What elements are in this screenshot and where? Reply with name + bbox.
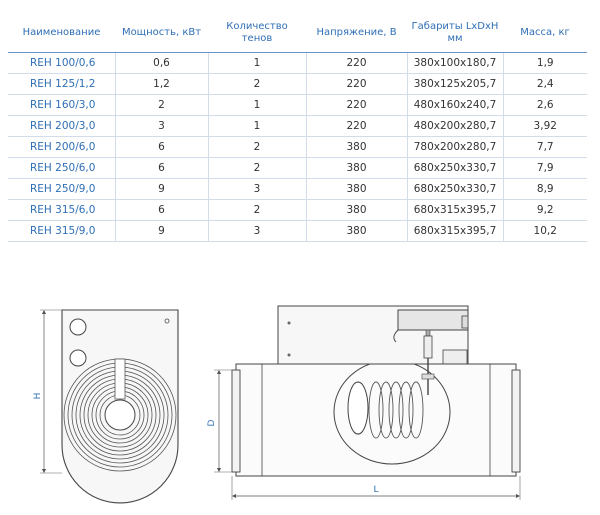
cell-power: 6 — [114, 199, 208, 221]
cell-count: 2 — [207, 157, 306, 179]
thermostat-probe — [421, 329, 435, 395]
header-mass: Масса, кг — [503, 14, 587, 53]
cell-name: REH 315/6,0 — [8, 199, 115, 221]
duct-pipe — [235, 363, 517, 477]
cell-mass: 3,92 — [502, 115, 587, 137]
dimension-h: H — [33, 309, 62, 474]
header-dims-line2: мм — [447, 33, 463, 44]
header-count-line1: Количество — [226, 21, 288, 32]
cell-voltage: 220 — [305, 115, 407, 137]
cell-name: REH 100/0,6 — [8, 52, 115, 74]
cell-power: 9 — [114, 178, 208, 200]
label-l: L — [373, 485, 378, 495]
cell-name: REH 250/9,0 — [8, 178, 115, 200]
cell-dims: 380x100x180,7 — [406, 52, 503, 74]
cell-power: 2 — [114, 94, 208, 116]
header-count-line2: тенов — [241, 33, 273, 44]
cell-power: 1,2 — [114, 73, 208, 95]
cell-name: REH 250/6,0 — [8, 157, 115, 179]
cell-power: 9 — [114, 220, 208, 242]
cell-mass: 7,9 — [502, 157, 587, 179]
cell-dims: 780x200x280,7 — [406, 136, 503, 158]
cell-dims: 480x200x280,7 — [406, 115, 503, 137]
cell-mass: 9,2 — [502, 199, 587, 221]
cell-dims: 680x250x330,7 — [406, 178, 503, 200]
header-power: Мощность, кВт — [115, 14, 208, 53]
front-view — [61, 309, 179, 504]
cell-voltage: 380 — [305, 157, 407, 179]
side-coil — [333, 364, 451, 465]
cable-gland-upper — [69, 318, 87, 336]
cell-mass: 7,7 — [502, 136, 587, 158]
cell-voltage: 220 — [305, 94, 407, 116]
cell-voltage: 380 — [305, 220, 407, 242]
cell-count: 1 — [207, 94, 306, 116]
cell-count: 2 — [207, 199, 306, 221]
cell-voltage: 380 — [305, 199, 407, 221]
cell-dims: 380x125x205,7 — [406, 73, 503, 95]
cell-dims: 680x315x395,7 — [406, 199, 503, 221]
label-h: H — [33, 393, 43, 400]
header-name: Наименование — [8, 14, 115, 53]
cell-voltage: 220 — [305, 73, 407, 95]
cell-mass: 8,9 — [502, 178, 587, 200]
cell-mass: 1,9 — [502, 52, 587, 74]
cell-power: 0,6 — [114, 52, 208, 74]
cell-voltage: 380 — [305, 136, 407, 158]
side-view — [231, 305, 521, 477]
cell-mass: 10,2 — [502, 220, 587, 242]
cell-count: 3 — [207, 220, 306, 242]
cell-count: 1 — [207, 115, 306, 137]
cell-name: REH 315/9,0 — [8, 220, 115, 242]
cell-dims: 680x250x330,7 — [406, 157, 503, 179]
cell-mass: 2,6 — [502, 94, 587, 116]
dimension-d: D — [207, 369, 232, 473]
header-voltage: Напряжение, В — [306, 14, 407, 53]
cell-name: REH 125/1,2 — [8, 73, 115, 95]
dimension-l: L — [231, 476, 521, 500]
cell-power: 6 — [114, 157, 208, 179]
top-cover — [397, 309, 469, 331]
label-d: D — [207, 419, 217, 426]
flange-right — [511, 369, 521, 473]
cell-dims: 480x160x240,7 — [406, 94, 503, 116]
flange-left — [231, 369, 241, 473]
cell-count: 2 — [207, 73, 306, 95]
cell-power: 6 — [114, 136, 208, 158]
coil-lead — [114, 358, 126, 400]
cell-count: 3 — [207, 178, 306, 200]
screw-hole — [164, 318, 170, 324]
cell-power: 3 — [114, 115, 208, 137]
cell-mass: 2,4 — [502, 73, 587, 95]
cell-name: REH 200/3,0 — [8, 115, 115, 137]
cable-gland-lower — [69, 349, 87, 367]
cell-voltage: 220 — [305, 52, 407, 74]
cell-count: 2 — [207, 136, 306, 158]
cell-count: 1 — [207, 52, 306, 74]
cell-name: REH 200/6,0 — [8, 136, 115, 158]
cell-dims: 680x315x395,7 — [406, 220, 503, 242]
heater-technical-drawing: H — [33, 305, 521, 504]
coil-center — [104, 399, 136, 431]
cell-voltage: 380 — [305, 178, 407, 200]
cell-name: REH 160/3,0 — [8, 94, 115, 116]
header-dims-line1: Габариты LxDxH — [411, 21, 499, 32]
